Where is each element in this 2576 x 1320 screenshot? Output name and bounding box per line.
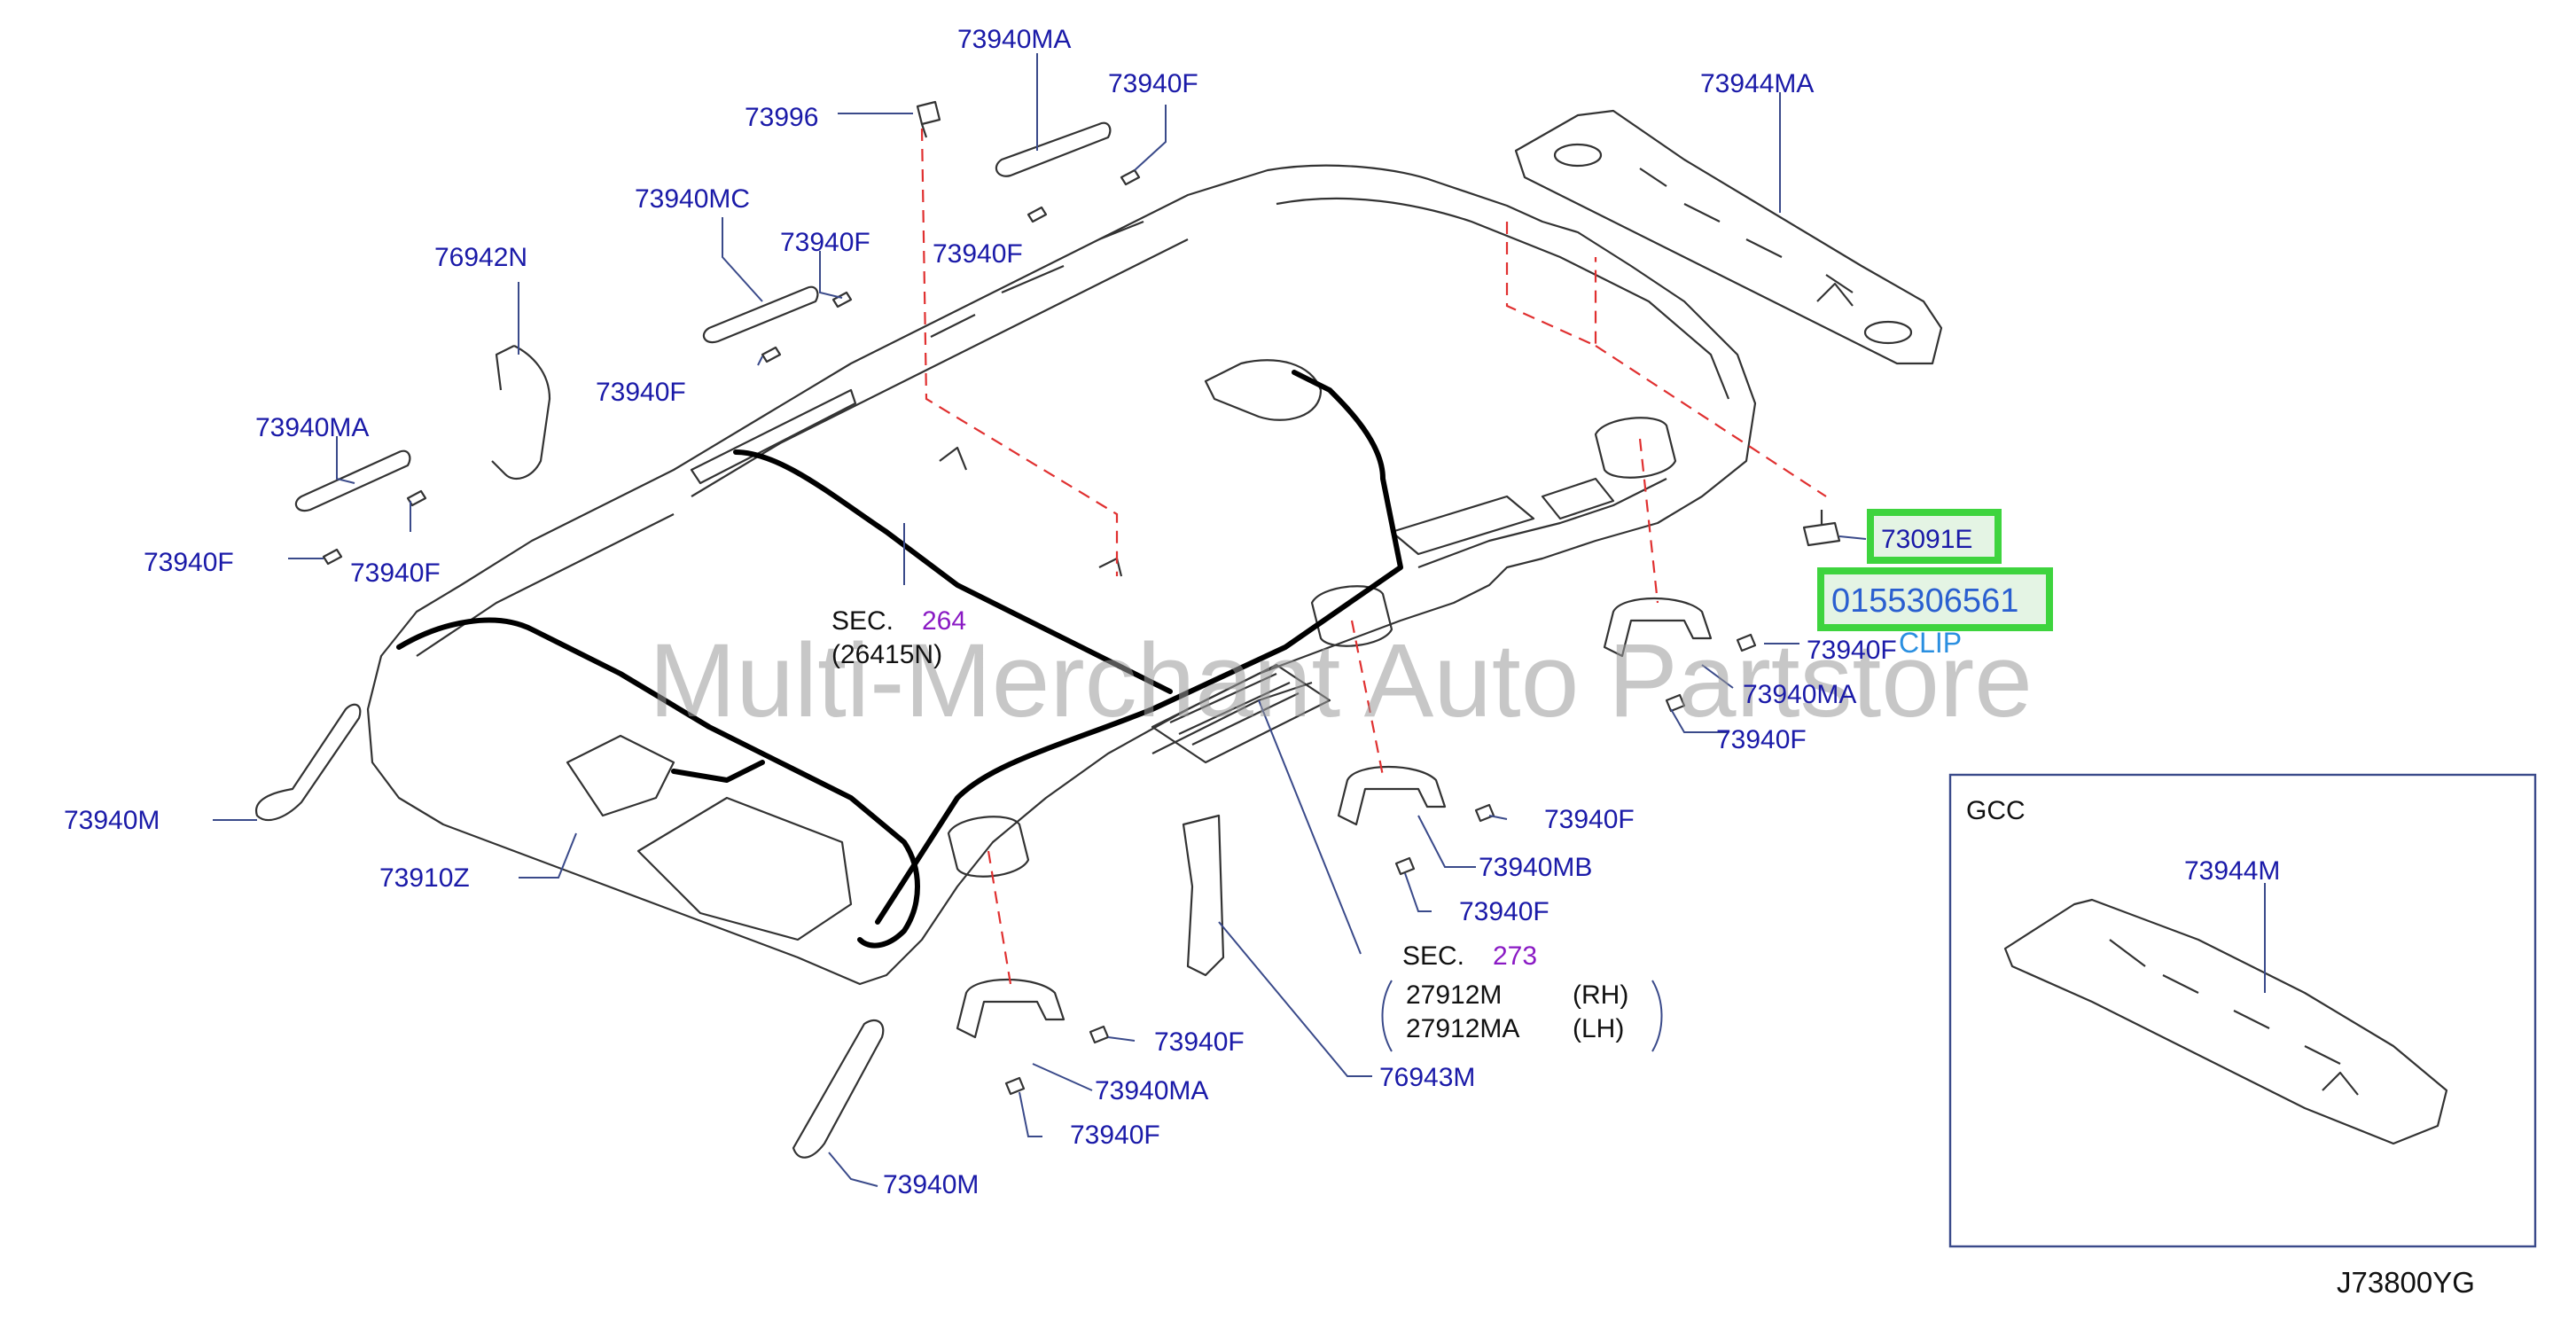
label-73940mb[interactable]: 73940MB bbox=[1479, 853, 1592, 882]
sec-264-number[interactable]: 264 bbox=[922, 606, 966, 636]
label-73940m-bottom[interactable]: 73940M bbox=[883, 1170, 979, 1199]
watermark: Multi-Merchant Auto Partstore bbox=[649, 622, 2033, 739]
label-73940ma-right[interactable]: 73940MA bbox=[1743, 680, 1856, 709]
wiring-harness bbox=[396, 370, 1403, 949]
dashed-leaders bbox=[920, 128, 1827, 985]
panel-73944ma bbox=[1514, 109, 1943, 365]
label-73940f-center-top[interactable]: 73940F bbox=[933, 239, 1023, 269]
label-73940f-top[interactable]: 73940F bbox=[1108, 69, 1198, 98]
label-73940f-mid-left[interactable]: 73940F bbox=[596, 378, 686, 407]
sec-273-number[interactable]: 273 bbox=[1493, 941, 1537, 971]
diagram-code: J73800YG bbox=[2337, 1266, 2475, 1299]
sec-273-prefix: SEC. bbox=[1402, 941, 1464, 971]
label-73940ma-left[interactable]: 73940MA bbox=[255, 413, 369, 442]
gcc-inset-frame bbox=[1948, 773, 2537, 1248]
highlight-part-number[interactable]: 73091E bbox=[1881, 525, 1972, 554]
section-ref-264[interactable]: SEC. 264 (26415N) bbox=[831, 606, 966, 669]
bracket-left bbox=[1381, 980, 1393, 1052]
label-73940mc[interactable]: 73940MC bbox=[635, 184, 750, 214]
headliner-outline bbox=[366, 164, 1757, 986]
highlight-box-part bbox=[1867, 509, 2002, 564]
label-73940f-right-2[interactable]: 73940F bbox=[1716, 725, 1807, 754]
label-73940f-bottom-2[interactable]: 73940F bbox=[1070, 1121, 1160, 1150]
inset-title: GCC bbox=[1966, 796, 2026, 825]
label-73940f-bottom-1[interactable]: 73940F bbox=[1154, 1027, 1245, 1057]
label-73940f-mb-1[interactable]: 73940F bbox=[1544, 805, 1635, 834]
panel-73944m bbox=[2003, 898, 2448, 1145]
highlight-oem-number[interactable]: 0155306561 bbox=[1831, 582, 2018, 620]
sec-264-prefix: SEC. bbox=[831, 606, 894, 636]
label-73940m-left[interactable]: 73940M bbox=[64, 806, 160, 835]
grab-handles bbox=[254, 100, 1841, 1159]
part-labels: 73940MA 73940F 73996 73940F 73944MA 7394… bbox=[64, 25, 2280, 1199]
highlight-box-oem bbox=[1817, 567, 2053, 631]
section-ref-273[interactable]: SEC. 273 27912M (RH) 27912MA (LH) bbox=[1381, 941, 1663, 1052]
label-73944ma[interactable]: 73944MA bbox=[1700, 69, 1814, 98]
sec-273-row2-side: (LH) bbox=[1573, 1014, 1624, 1043]
sec-264-sub: (26415N) bbox=[831, 640, 942, 669]
label-73940ma-bottom[interactable]: 73940MA bbox=[1095, 1076, 1208, 1105]
sec-273-row1-side: (RH) bbox=[1573, 980, 1628, 1010]
label-73940f-right-1[interactable]: 73940F bbox=[1807, 636, 1897, 665]
label-73940f-far-left[interactable]: 73940F bbox=[144, 548, 234, 577]
label-76943m[interactable]: 76943M bbox=[1379, 1063, 1475, 1092]
label-73940ma-top[interactable]: 73940MA bbox=[957, 25, 1071, 54]
label-73996[interactable]: 73996 bbox=[745, 103, 818, 132]
label-76942n[interactable]: 76942N bbox=[434, 243, 527, 272]
label-73940f-mc[interactable]: 73940F bbox=[780, 228, 870, 257]
highlighted-part[interactable]: 73091E 0155306561 CLIP bbox=[1817, 509, 2053, 659]
sec-273-row1-part: 27912M bbox=[1406, 980, 1502, 1010]
bracket-right bbox=[1651, 980, 1663, 1052]
highlight-clip-label: CLIP bbox=[1899, 627, 1962, 659]
label-73944m[interactable]: 73944M bbox=[2184, 856, 2280, 886]
label-73940f-left[interactable]: 73940F bbox=[350, 558, 441, 588]
sec-273-row2-part: 27912MA bbox=[1406, 1014, 1519, 1043]
label-73940f-mb-2[interactable]: 73940F bbox=[1459, 897, 1550, 926]
label-73910z[interactable]: 73910Z bbox=[379, 863, 470, 893]
label-leaders bbox=[213, 53, 1867, 1187]
